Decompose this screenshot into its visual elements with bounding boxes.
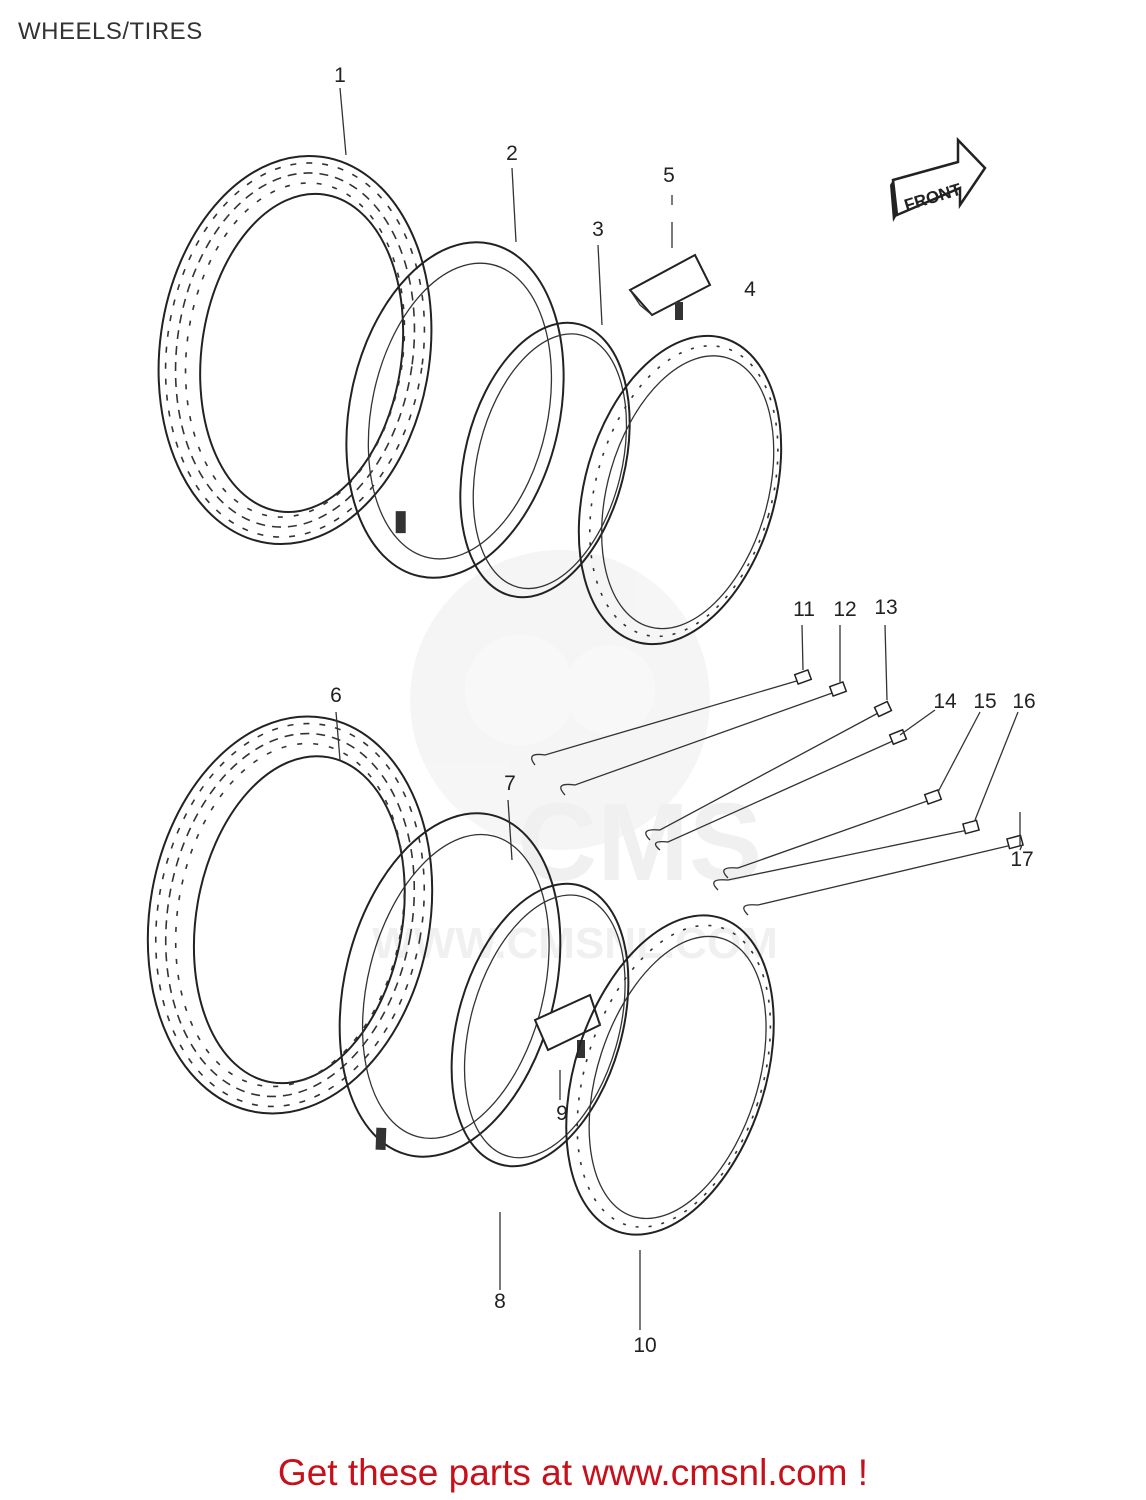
callout-15: 15	[973, 690, 996, 713]
part-15-spoke	[723, 788, 943, 879]
front-arrow-icon: FRONT	[890, 136, 987, 222]
part-5-rim-lock	[628, 253, 712, 320]
part-13-spoke	[645, 700, 893, 841]
callout-10: 10	[633, 1334, 656, 1357]
callout-16: 16	[1012, 690, 1035, 713]
part-16-spoke	[713, 819, 980, 891]
callout-13: 13	[874, 596, 897, 619]
part-1-tire	[157, 154, 433, 546]
callout-2: 2	[506, 142, 518, 165]
part-6-tire	[146, 715, 434, 1115]
leader-lines	[335, 87, 1023, 1330]
part-12-spoke	[560, 680, 848, 796]
footer-link[interactable]: Get these parts at www.cmsnl.com !	[277, 1452, 869, 1493]
callout-7: 7	[504, 772, 516, 795]
callout-4: 4	[744, 278, 756, 301]
callout-numbers: 1 2 3 4 5 6 7 8 9 10 11 12 13 14 15 16 1…	[330, 64, 1036, 1357]
part-17-spoke	[743, 834, 1024, 916]
watermark-url: WWW.CMSNL.COM	[372, 919, 778, 968]
callout-14: 14	[933, 690, 957, 713]
callout-11: 11	[793, 598, 815, 621]
callout-5: 5	[663, 164, 675, 187]
callout-6: 6	[330, 684, 342, 707]
callout-9: 9	[556, 1102, 568, 1125]
page-title: WHEELS/TIRES	[18, 18, 203, 45]
callout-1: 1	[334, 64, 346, 87]
watermark-logo: CMS WWW.CMSNL.COM	[372, 550, 778, 968]
spokes-group	[531, 668, 1024, 916]
callout-17: 17	[1010, 848, 1033, 871]
part-10-rim	[565, 914, 775, 1236]
part-7-tube	[338, 812, 562, 1158]
part-rim-upper	[577, 334, 783, 646]
part-3-rim-band	[459, 321, 631, 599]
callout-8: 8	[494, 1290, 506, 1313]
part-2-tube	[345, 241, 565, 579]
callout-12: 12	[833, 598, 856, 621]
part-11-spoke	[531, 668, 813, 766]
part-8-rim-band	[450, 882, 630, 1168]
callout-3: 3	[592, 218, 604, 241]
